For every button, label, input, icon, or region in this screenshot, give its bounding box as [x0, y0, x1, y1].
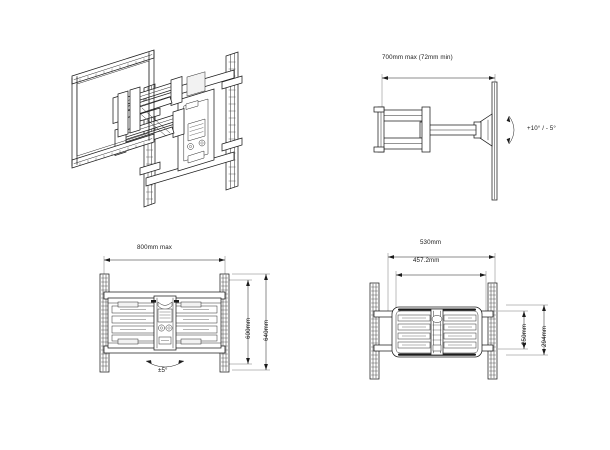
dimension-height-640	[232, 273, 270, 371]
central-pivot-hub	[151, 295, 179, 351]
wall-pivot	[473, 113, 493, 147]
label-tilt-angle: +10° / - 5°	[527, 125, 556, 132]
label-swivel-angle: ±5°	[158, 367, 168, 374]
panel-front-view-plate: 530mm 457.2mm 250mm 294mm	[362, 237, 567, 382]
dimension-plate-width	[387, 253, 496, 313]
dimension-vesa-height	[498, 310, 528, 350]
label-plate-height: 294mm	[541, 325, 548, 347]
front-view-plate-drawing	[369, 253, 548, 380]
dimension-height-600	[225, 279, 252, 365]
wall-rail-left-plate	[369, 282, 380, 380]
label-width-max: 800mm max	[137, 244, 172, 251]
label-vesa-height: 250mm	[521, 323, 528, 345]
dimension-width-max	[103, 256, 226, 276]
side-view-drawing	[373, 74, 515, 201]
label-vesa-width: 457.2mm	[413, 257, 440, 264]
panel-front-view-extended: 800mm max 600mm 640mm ±5°	[82, 242, 287, 387]
tv-panel-bracket	[71, 49, 155, 169]
label-extension-max: 700mm max (72mm min)	[382, 54, 453, 61]
arm-stack-right	[174, 301, 218, 345]
pivot-housing	[177, 71, 215, 172]
tilt-arc-indicator	[506, 115, 515, 145]
label-height-640: 640mm	[263, 319, 270, 341]
isometric-drawing	[71, 49, 243, 208]
wall-rail-right-plate	[487, 282, 498, 380]
wall-rail-side	[491, 81, 498, 201]
swivel-arc-indicator	[145, 360, 185, 368]
plate-center-spine	[430, 308, 444, 356]
vesa-arms-left	[397, 314, 431, 349]
panel-side-view: 700mm max (72mm min) +10° / - 5°	[362, 52, 562, 202]
dimension-extension	[381, 74, 496, 130]
dimension-plate-height	[506, 304, 548, 356]
panel-isometric-view	[58, 38, 273, 223]
vesa-arms-right	[443, 314, 477, 349]
arm-stack-left	[111, 301, 155, 345]
dimension-vesa-width	[395, 271, 487, 313]
label-height-600: 600mm	[245, 317, 252, 339]
front-view-extended-drawing	[99, 256, 270, 373]
folded-arm-assembly	[373, 106, 431, 153]
label-plate-width: 530mm	[420, 239, 442, 246]
